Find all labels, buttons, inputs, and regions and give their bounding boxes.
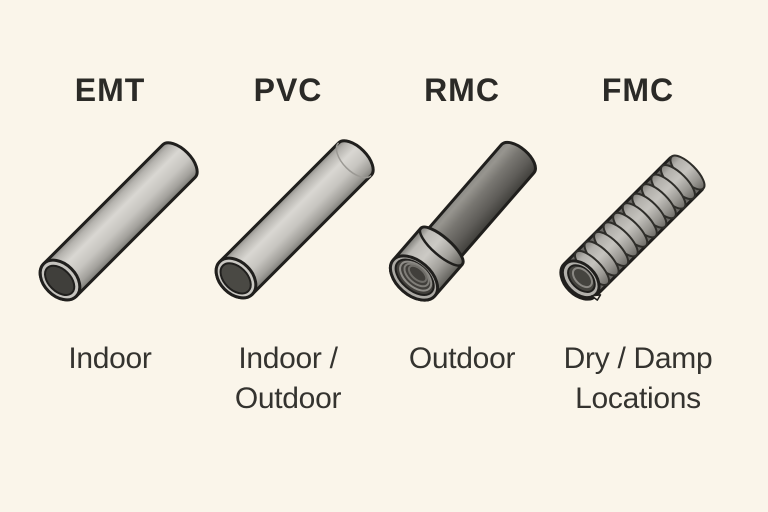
location-line-2: Locations <box>575 382 701 415</box>
location-line-2 <box>372 379 552 419</box>
conduit-location-emt: Indoor <box>20 339 200 419</box>
conduit-abbr-emt: EMT <box>74 72 146 108</box>
location-line-1: Indoor / <box>238 342 338 375</box>
location-line-1: Dry / Damp <box>563 342 713 375</box>
conduit-location-pvc: Indoor / Outdoor <box>198 339 378 419</box>
conduit-column-fmc: FMC Dry / Damp <box>546 0 730 512</box>
emt-pipe-illustration <box>38 141 199 302</box>
conduit-location-rmc: Outdoor <box>372 339 552 419</box>
rmc-pipe-illustration <box>388 140 537 302</box>
location-line-1: Outdoor <box>408 342 516 375</box>
location-line-2 <box>20 379 200 419</box>
conduit-abbr-fmc: FMC <box>601 72 675 108</box>
location-line-2: Outdoor <box>234 382 342 415</box>
conduit-column-emt: EMT Indoor <box>20 0 200 512</box>
pvc-pipe-illustration <box>214 139 375 300</box>
fmc-pipe-illustration <box>559 154 706 301</box>
conduit-abbr-rmc: RMC <box>424 72 500 108</box>
conduit-column-pvc: PVC Indoor / Outdoor <box>198 0 378 512</box>
location-line-1: Indoor <box>68 342 152 375</box>
conduit-column-rmc: RMC Outdoor <box>372 0 552 512</box>
conduit-location-fmc: Dry / Damp Locations <box>546 339 730 419</box>
conduit-abbr-pvc: PVC <box>253 72 323 108</box>
